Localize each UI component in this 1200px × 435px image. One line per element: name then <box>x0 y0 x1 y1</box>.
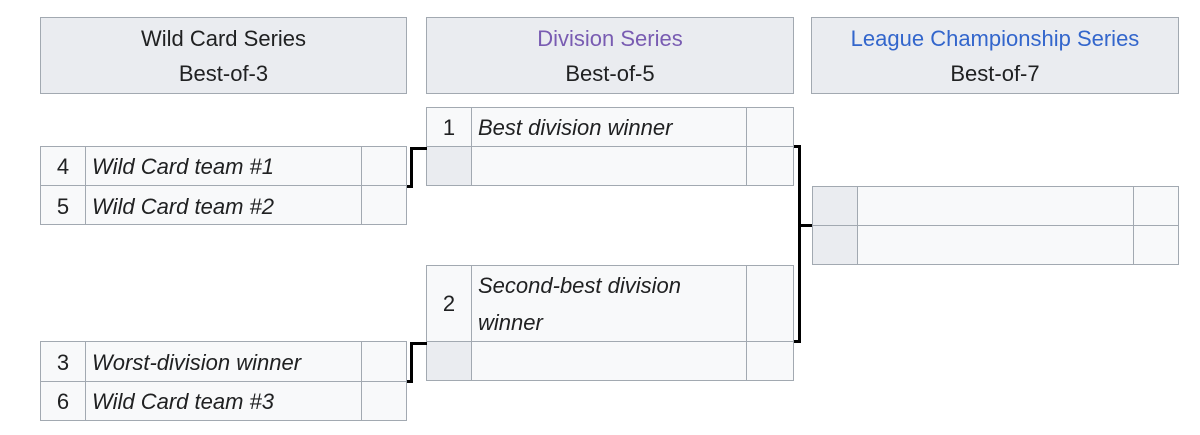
score-cell <box>746 265 794 342</box>
team-name-line-2: winner <box>478 310 543 335</box>
score-cell <box>361 341 407 382</box>
score-cell <box>746 107 794 147</box>
connector-segment <box>410 147 413 188</box>
header-lcs-format: Best-of-7 <box>950 61 1040 86</box>
team-name-line-1: Second-best division <box>478 273 682 298</box>
connector-segment <box>794 340 801 343</box>
connector-segment <box>798 224 812 227</box>
seed-cell <box>426 341 472 381</box>
score-cell <box>746 341 794 381</box>
team-name-cell: Wild Card team #2 <box>85 185 362 225</box>
seed-cell <box>426 146 472 186</box>
seed-cell: 5 <box>40 185 86 225</box>
score-cell <box>361 146 407 186</box>
score-cell <box>361 381 407 421</box>
team-name: Best division winner <box>478 115 673 140</box>
seed-cell <box>812 186 858 226</box>
seed-number: 3 <box>56 350 70 375</box>
team-name-cell <box>471 146 747 186</box>
score-cell <box>361 185 407 225</box>
team-name-cell: Best division winner <box>471 107 747 147</box>
header-wild-card-series: Wild Card Series Best-of-3 <box>40 17 407 94</box>
team-name-cell: Wild Card team #1 <box>85 146 362 186</box>
team-name-cell: Wild Card team #3 <box>85 381 362 421</box>
seed-cell: 3 <box>40 341 86 382</box>
score-cell <box>1133 186 1179 226</box>
header-division-format: Best-of-5 <box>565 61 655 86</box>
connector-segment <box>410 342 427 345</box>
header-wild-card-format: Best-of-3 <box>178 61 269 86</box>
seed-cell: 1 <box>426 107 472 147</box>
seed-cell <box>812 225 858 265</box>
connector-segment <box>410 342 413 383</box>
connector-segment <box>794 145 801 148</box>
team-name-cell: Second-best division winner <box>471 265 747 342</box>
seed-cell: 2 <box>426 265 472 342</box>
seed-cell: 6 <box>40 381 86 421</box>
team-name-cell <box>857 225 1134 265</box>
seed-cell: 4 <box>40 146 86 186</box>
team-name-cell <box>857 186 1134 226</box>
header-lcs: League Championship Series Best-of-7 <box>811 17 1179 94</box>
connector-segment <box>410 147 427 150</box>
seed-number: 6 <box>56 389 70 414</box>
team-name-cell: Worst-division winner <box>85 341 362 382</box>
team-name: Wild Card team #1 <box>92 154 274 179</box>
seed-number: 5 <box>56 194 70 219</box>
header-wild-card-title: Wild Card Series <box>140 26 307 51</box>
seed-number: 2 <box>442 291 456 316</box>
header-division-series: Division Series Best-of-5 <box>426 17 794 94</box>
team-name: Wild Card team #2 <box>92 194 274 219</box>
team-name: Worst-division winner <box>92 350 302 375</box>
team-name: Wild Card team #3 <box>92 389 274 414</box>
team-name-cell <box>471 341 747 381</box>
seed-number: 1 <box>442 115 456 140</box>
score-cell <box>746 146 794 186</box>
lcs-link[interactable]: League Championship Series <box>850 26 1140 51</box>
score-cell <box>1133 225 1179 265</box>
division-series-link[interactable]: Division Series <box>537 26 683 51</box>
seed-number: 4 <box>56 154 70 179</box>
connector-segment <box>798 145 801 343</box>
